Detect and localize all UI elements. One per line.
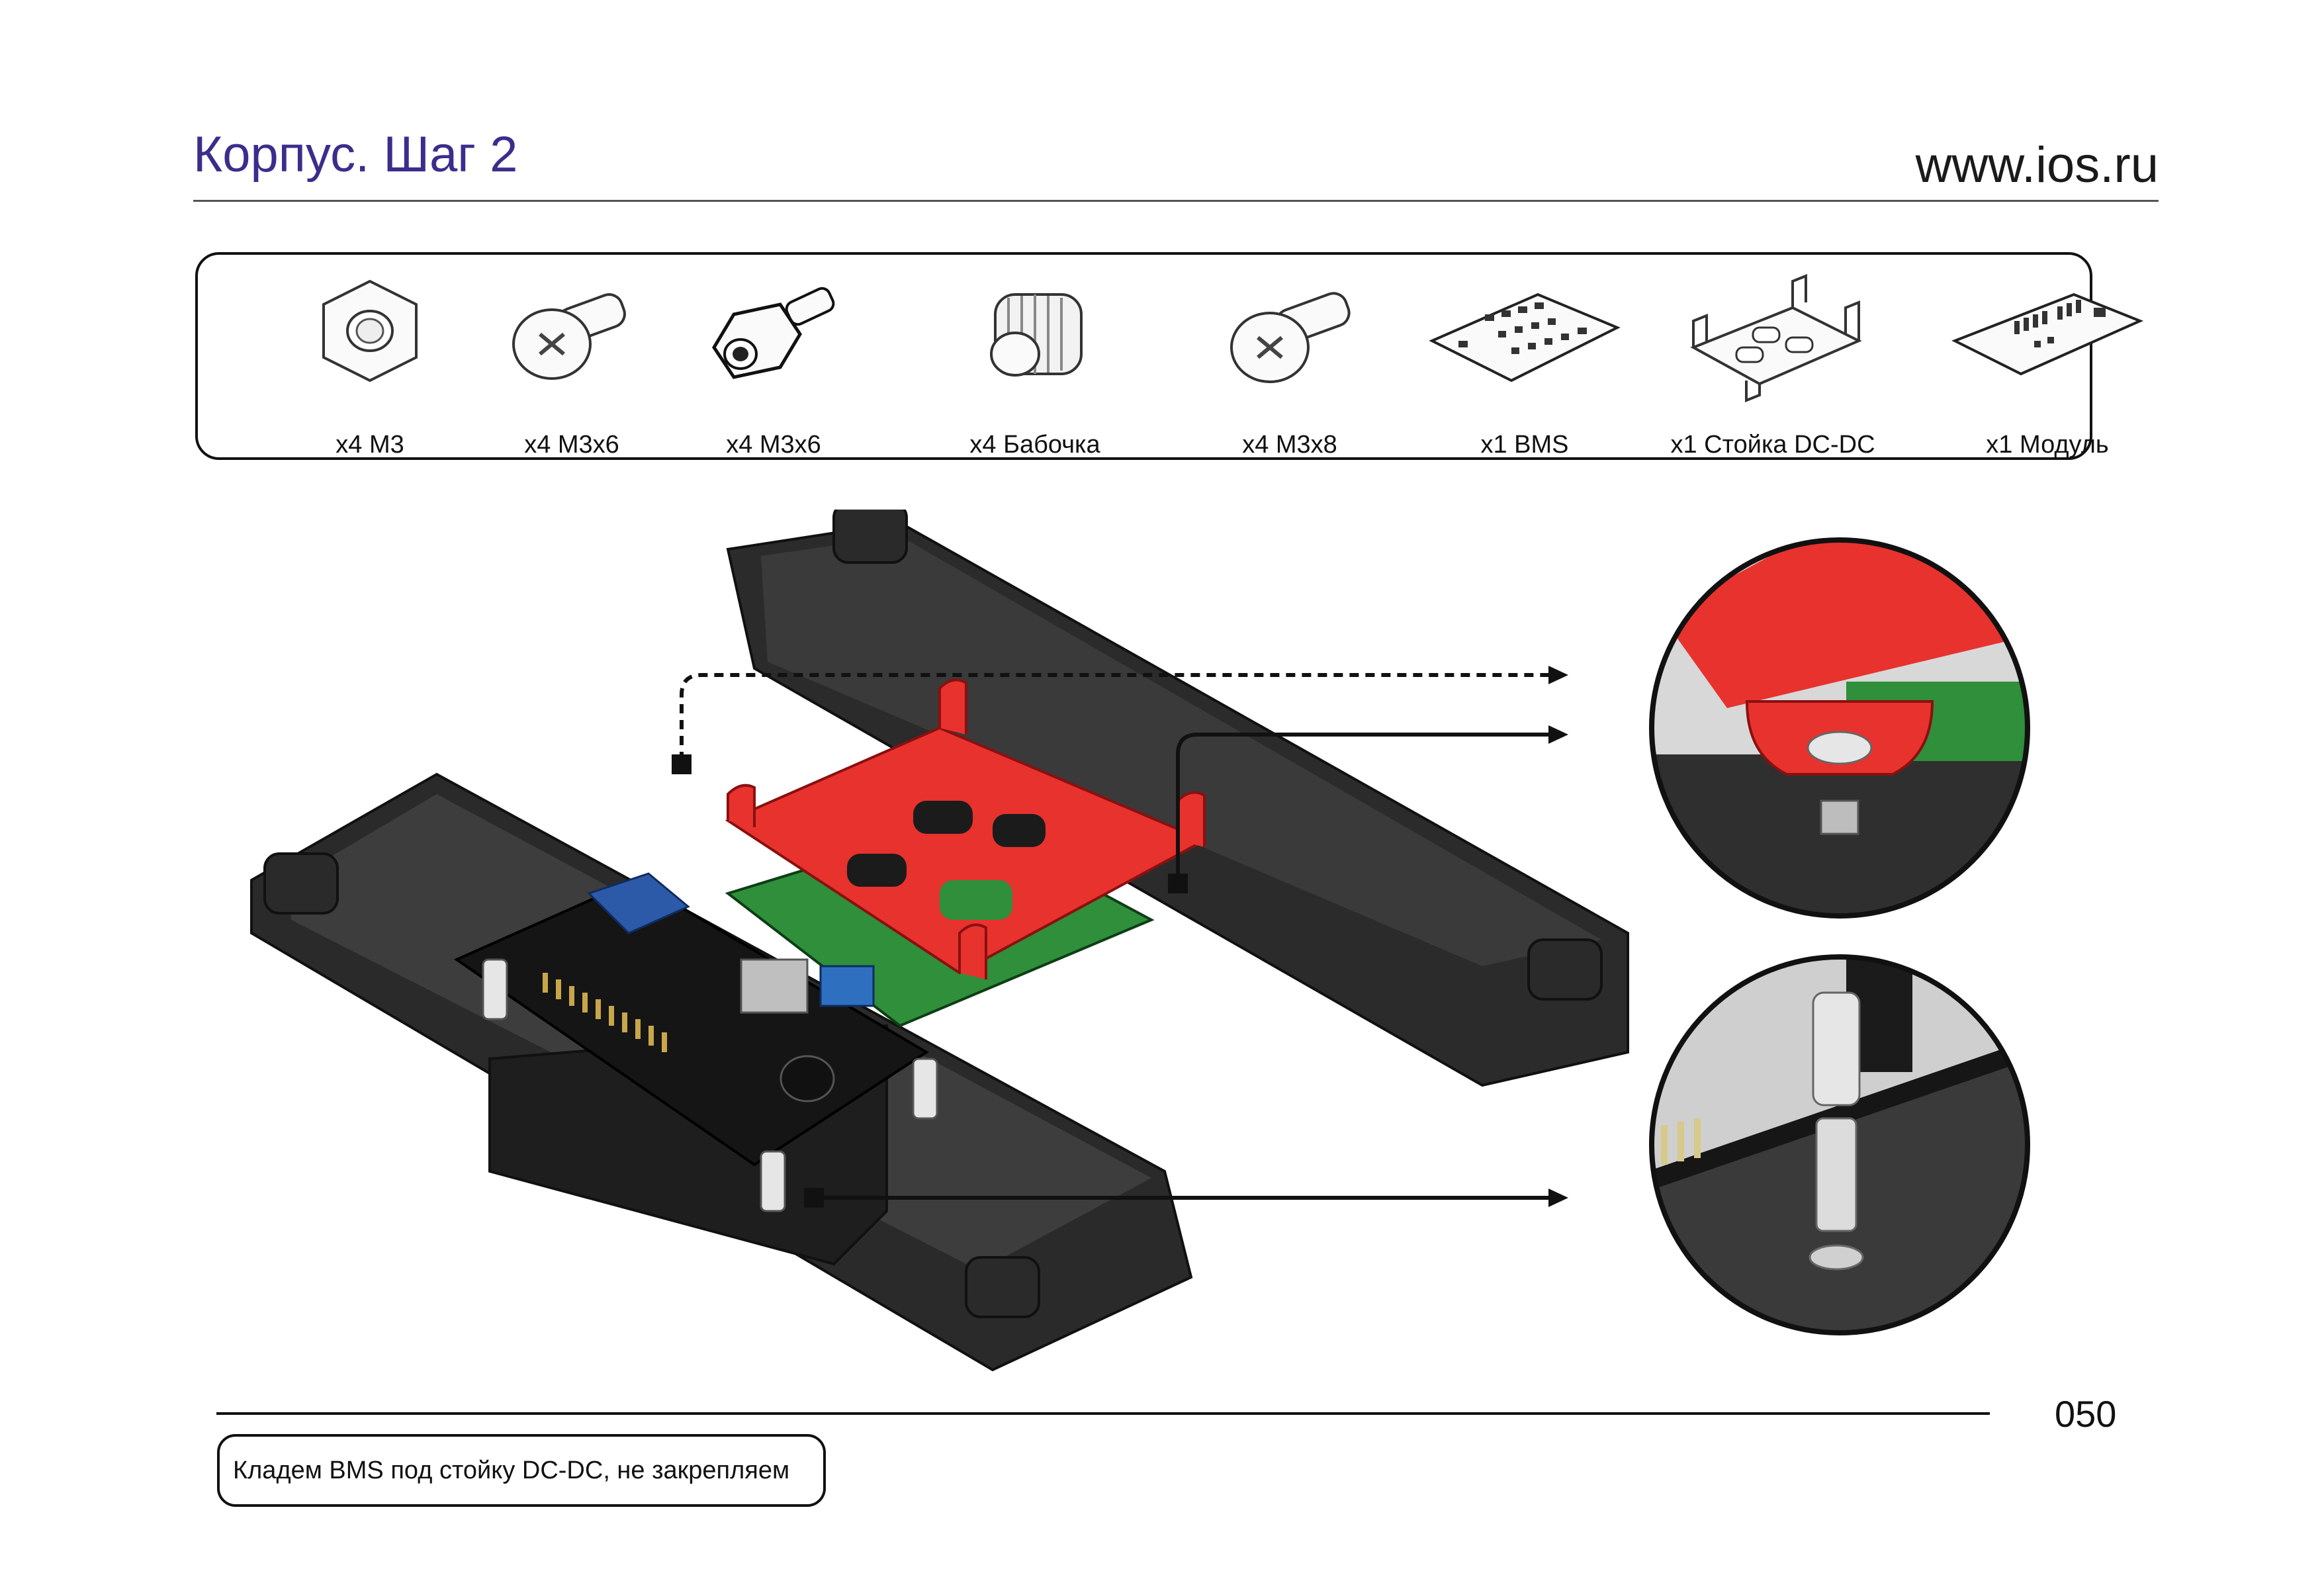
page-number: 050 — [2055, 1393, 2117, 1435]
part-label: x4 M3x6 — [726, 431, 821, 459]
zoom-detail-standoff — [1649, 954, 2030, 1335]
part-item: x4 M3x6 — [472, 268, 671, 459]
part-label: x1 Модуль — [1986, 431, 2109, 459]
part-item: x1 Стойка DC-DC — [1670, 268, 1875, 459]
zoom-detail-bracket — [1649, 537, 2030, 919]
step-note: Кладем BMS под стойку DC-DC, не закрепля… — [217, 1434, 826, 1507]
bms-board-icon — [1429, 292, 1621, 382]
standoff-icon — [712, 287, 835, 379]
part-item: x4 M3x8 — [1190, 268, 1389, 459]
part-item: x4 M3 — [271, 268, 469, 459]
part-label: x4 Бабочка — [969, 431, 1100, 459]
part-item: x4 Бабочка — [936, 268, 1134, 459]
parts-list: x4 M3 x4 M3x6 x4 M3x6 x4 Бабочка — [195, 252, 2144, 460]
thumb-nut-icon — [990, 293, 1083, 377]
assembly-illustration — [250, 510, 1629, 1372]
part-item: x4 M3x6 — [674, 268, 873, 459]
corner-post — [263, 510, 1603, 1318]
module-board-icon — [1951, 292, 2144, 376]
part-label: x4 M3x8 — [1242, 431, 1337, 459]
part-item: x1 Модуль — [1948, 268, 2147, 459]
header-rule — [193, 200, 2159, 202]
part-label: x1 BMS — [1480, 431, 1569, 459]
dc-dc-bracket — [725, 678, 1208, 979]
screw-icon — [512, 293, 626, 380]
hex-nut-icon — [322, 279, 418, 382]
page-title: Корпус. Шаг 2 — [193, 126, 518, 183]
part-item: x1 BMS — [1425, 268, 1624, 459]
part-label: x4 M3 — [335, 431, 404, 459]
site-url: www.ios.ru — [1915, 137, 2159, 193]
screw-icon — [1230, 292, 1351, 383]
footer-rule — [216, 1412, 1990, 1415]
bracket-icon — [1690, 274, 1862, 402]
part-label: x4 M3x6 — [524, 431, 619, 459]
part-label: x1 Стойка DC-DC — [1670, 431, 1875, 459]
